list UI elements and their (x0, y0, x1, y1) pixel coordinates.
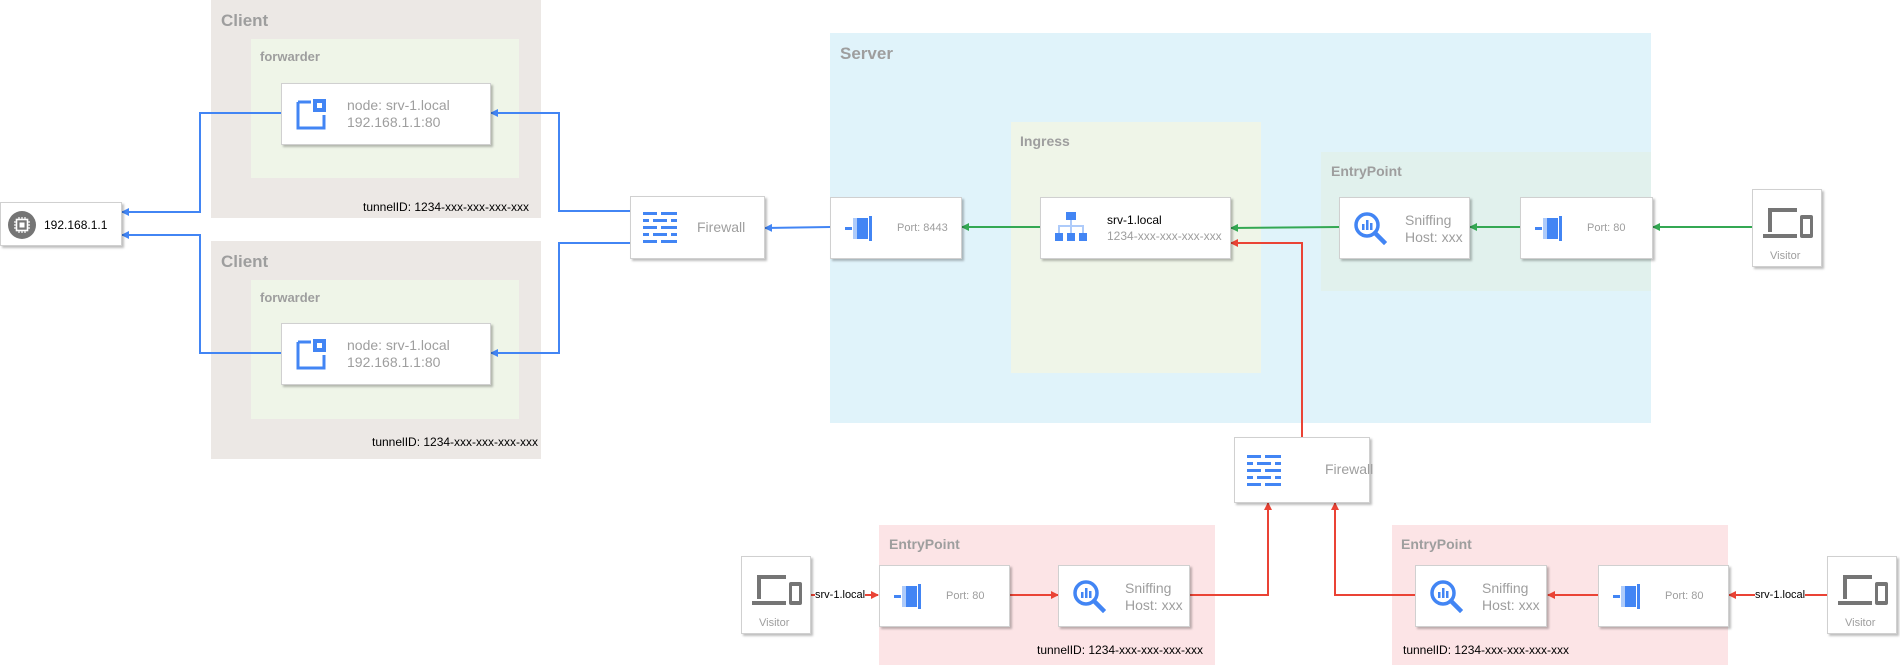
edge-firewall-to-forwarder2 (490, 242, 630, 357)
devices-icon (1763, 208, 1813, 238)
port-80-bl-node[interactable]: Port: 80 (879, 565, 1010, 627)
port-8443-node[interactable]: Port: 8443 (830, 197, 962, 259)
node-icon (296, 99, 326, 130)
node-label: node: srv-1.local (347, 337, 450, 353)
firewall-icon (1247, 455, 1281, 486)
visitor-right-node[interactable]: Visitor (1752, 189, 1822, 267)
node-address: 192.168.1.1:80 (347, 114, 441, 130)
devices-icon (1838, 575, 1888, 605)
sniffing-br-node[interactable]: Sniffing Host: xxx (1415, 565, 1547, 627)
visitor-bottom-left-node[interactable]: Visitor (741, 556, 811, 634)
visitor-bottom-right-node[interactable]: Visitor (1827, 556, 1897, 634)
sniffing-label: Sniffing (1482, 580, 1529, 596)
port-icon (1535, 216, 1562, 241)
tunnel-id-label: tunnelID: 1234-xxx-xxx-xxx-xxx (1403, 643, 1570, 657)
forwarder-title: forwarder (260, 290, 320, 305)
ingress-host: srv-1.local (1107, 213, 1162, 227)
edge-sniffing-to-ingress (1230, 223, 1340, 232)
firewall-bottom-node[interactable]: Firewall (1234, 437, 1374, 503)
entrypoint-title: EntryPoint (1331, 163, 1402, 179)
sniffing-host: Host: xxx (1482, 597, 1540, 613)
tunnel-id-label: tunnelID: 1234-xxx-xxx-xxx-xxx (372, 435, 539, 449)
port-label: Port: 8443 (897, 222, 948, 234)
tunnel-id-label: tunnelID: 1234-xxx-xxx-xxx-xxx (1037, 643, 1204, 657)
load-balancer-icon (1055, 212, 1087, 241)
edge-sniffing-to-firewall-bl (1190, 502, 1272, 596)
port-icon (894, 584, 921, 609)
devices-icon (752, 575, 802, 605)
sniffing-icon (1430, 580, 1463, 613)
sniffing-server-node[interactable]: Sniffing Host: xxx (1339, 197, 1470, 259)
firewall-label: Firewall (697, 219, 746, 235)
tunnel-id-label: tunnelID: 1234-xxx-xxx-xxx-xxx (363, 200, 530, 214)
forwarder-node-2[interactable]: node: srv-1.local 192.168.1.1:80 (281, 323, 491, 385)
firewall-icon (643, 212, 677, 243)
port-80-br-node[interactable]: Port: 80 (1598, 565, 1729, 627)
edge-firewall-bottom-to-ingress (1230, 239, 1303, 437)
node-label: node: srv-1.local (347, 97, 450, 113)
edge-firewall-to-forwarder1 (490, 109, 630, 212)
node-address: 192.168.1.1:80 (347, 354, 441, 370)
sniffing-host: Host: xxx (1405, 229, 1463, 245)
edge-forwarder1-to-host (121, 112, 281, 216)
sniffing-icon (1354, 212, 1387, 245)
sniffing-icon (1073, 580, 1106, 613)
port-80-server-node[interactable]: Port: 80 (1520, 197, 1653, 259)
visitor-label: Visitor (1845, 617, 1876, 629)
edge-label-srv-1-local: srv-1.local (1755, 589, 1806, 602)
entrypoint-title: EntryPoint (1401, 536, 1472, 552)
firewall-top-node[interactable]: Firewall (630, 196, 765, 259)
server-title: Server (840, 44, 893, 63)
host-node[interactable]: 192.168.1.1 (0, 202, 122, 246)
node-icon (296, 339, 326, 370)
ingress-title: Ingress (1020, 133, 1070, 149)
client-title: Client (221, 11, 269, 30)
firewall-label: Firewall (1325, 461, 1374, 477)
chip-icon (8, 211, 36, 239)
forwarder-node-1[interactable]: node: srv-1.local 192.168.1.1:80 (281, 83, 491, 145)
visitor-label: Visitor (1770, 250, 1801, 262)
edge-label-srv-1-local: srv-1.local (815, 589, 866, 602)
sniffing-label: Sniffing (1405, 212, 1452, 228)
forwarder-title: forwarder (260, 49, 320, 64)
ingress-node[interactable]: srv-1.local 1234-xxx-xxx-xxx-xxx (1040, 197, 1231, 259)
visitor-label: Visitor (759, 617, 790, 629)
ingress-tunnel-id: 1234-xxx-xxx-xxx-xxx (1107, 229, 1222, 243)
entrypoint-title: EntryPoint (889, 536, 960, 552)
sniffing-bl-node[interactable]: Sniffing Host: xxx (1058, 565, 1190, 627)
edge-forwarder2-to-host (121, 231, 281, 354)
port-icon (845, 216, 872, 241)
port-label: Port: 80 (1587, 222, 1626, 234)
sniffing-host: Host: xxx (1125, 597, 1183, 613)
port-label: Port: 80 (946, 590, 985, 602)
edge-sniffing-to-firewall-br (1331, 502, 1415, 596)
edge-port8443-to-firewall (764, 223, 831, 232)
sniffing-label: Sniffing (1125, 580, 1172, 596)
port-icon (1613, 584, 1640, 609)
port-label: Port: 80 (1665, 590, 1704, 602)
client-title: Client (221, 252, 269, 271)
host-label: 192.168.1.1 (44, 218, 108, 232)
